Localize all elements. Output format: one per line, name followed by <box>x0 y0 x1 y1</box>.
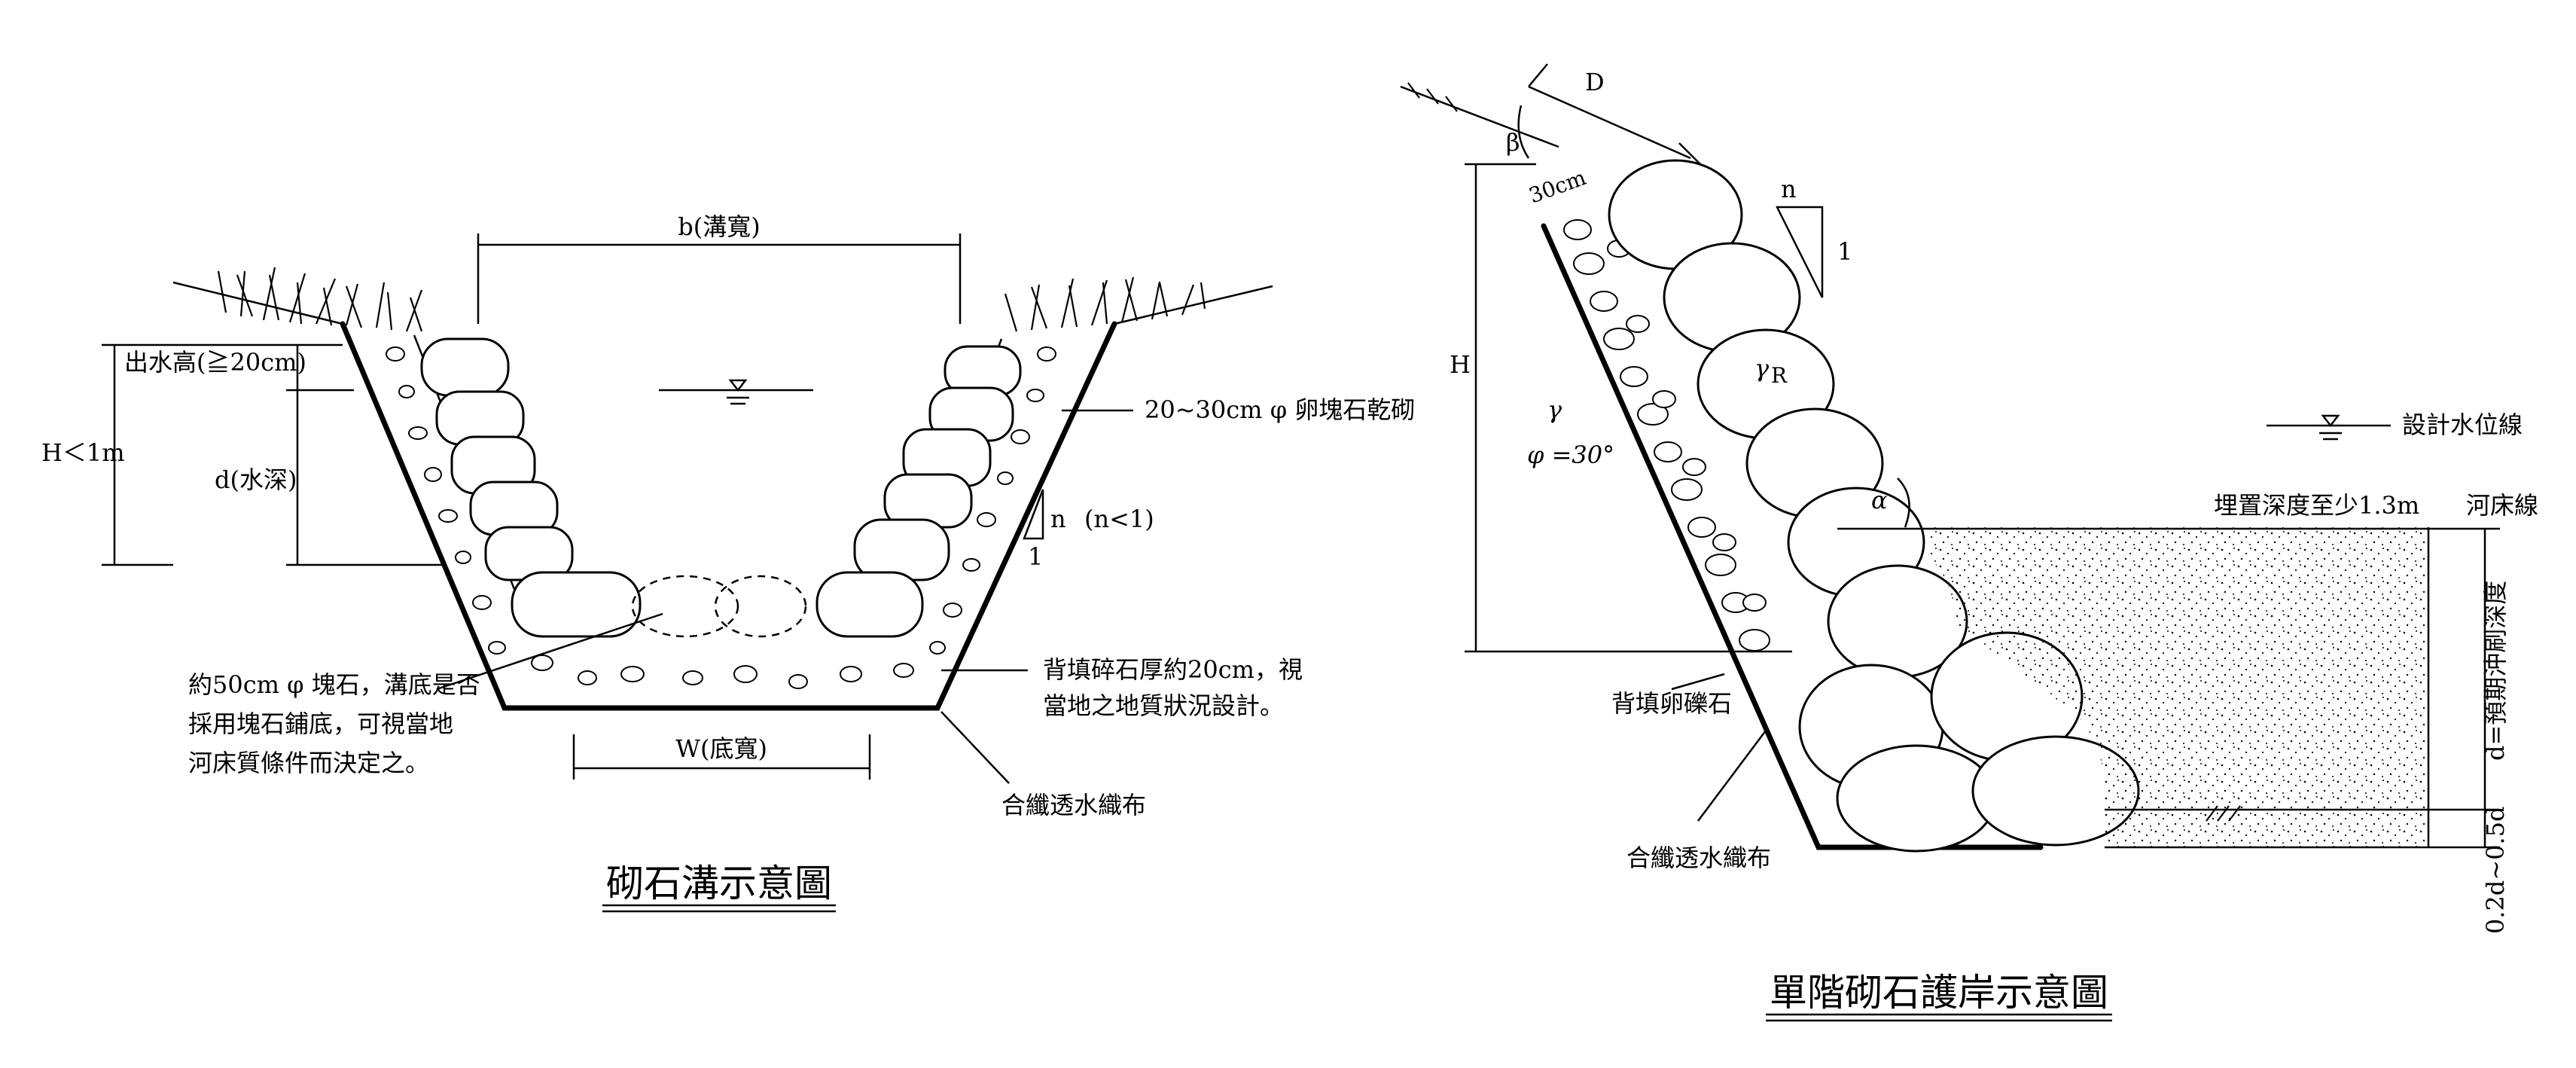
left-backfill-pebbles <box>386 346 914 689</box>
grass-right <box>1004 276 1206 332</box>
bottom-width-label: W(底寬) <box>675 734 767 763</box>
d-dimension: D <box>1528 63 1703 166</box>
left-ditch-figure: b(溝寬) H＜1m 出水高(≧20cm) d(水深) 20~30cm φ 卵塊… <box>41 212 1415 913</box>
freeboard-label: 出水高(≧20cm) <box>124 348 306 377</box>
height-label-left: H＜1m <box>41 438 125 467</box>
lower-label: 0.2d~0.5d <box>2481 806 2510 934</box>
backfill-note-line1: 背填碎石厚約20cm，視 <box>1043 655 1303 684</box>
depth-label: d(水深) <box>215 465 297 494</box>
water-level-symbol-left <box>659 379 813 405</box>
slope-n-right: n <box>1781 175 1797 203</box>
geotextile-label-left: 合纖透水織布 <box>1001 791 1146 819</box>
d-label: D <box>1585 68 1605 96</box>
left-wall-stones <box>420 337 642 638</box>
bottom-width-dimension: W(底寬) <box>572 734 871 780</box>
gamma-r-label: γ <box>1754 354 1770 383</box>
height-dimension-left: H＜1m <box>41 343 343 566</box>
grass-left <box>217 267 423 332</box>
bottom-dashed-stones <box>631 575 807 638</box>
stone-spec-label: 20~30cm φ 卵塊石乾砌 <box>1145 395 1415 424</box>
channel-width-dimension: b(溝寬) <box>477 212 962 324</box>
scour-dimension: d=預期沖刷深度 0.2d~0.5d <box>2428 527 2510 934</box>
bottom-note-line3: 河床質條件而決定之。 <box>188 749 429 777</box>
slope-triangle-right: n 1 <box>1775 175 1852 298</box>
bottom-note-line2: 採用塊石鋪底，可視當地 <box>188 709 453 738</box>
design-water-symbol: 設計水位線 <box>2267 410 2523 441</box>
riverbed-label: 河床線 <box>2466 491 2538 520</box>
slope-cond-left: (n<1) <box>1084 505 1154 533</box>
gamma-r-subscript: R <box>1771 363 1788 388</box>
thickness-label: 30cm <box>1526 165 1589 209</box>
slope-one-right: 1 <box>1837 237 1852 266</box>
bed-hatch <box>2206 805 2241 822</box>
backfill-label: 背填卵礫石 <box>1611 689 1732 718</box>
backfill-note-line2: 當地之地質狀況設計。 <box>1043 691 1284 720</box>
revetment-stones <box>1608 159 2140 853</box>
slope-one-left: 1 <box>1028 542 1043 571</box>
ground-hatch-right <box>1407 82 1458 112</box>
scour-label: d=預期沖刷深度 <box>2481 581 2510 761</box>
depth-dimension: 出水高(≧20cm) d(水深) <box>124 345 444 566</box>
right-backfill-pebbles <box>929 346 1056 655</box>
design-water-label: 設計水位線 <box>2402 410 2523 439</box>
slope-triangle-left: n (n<1) 1 <box>1023 489 1154 571</box>
alpha-label: α <box>1871 486 1888 514</box>
embed-depth-label: 埋置深度至少1.3m <box>2214 491 2419 520</box>
geotextile-label-right: 合纖透水織布 <box>1626 844 1771 872</box>
backfill-gravel <box>1563 219 1770 651</box>
right-figure-title: 單階砌石護岸示意圖 <box>1770 971 2108 1015</box>
phi-label: φ =30° <box>1527 441 1614 469</box>
height-dimension-right: H <box>1450 163 1792 653</box>
right-wall-stones <box>815 345 1022 638</box>
gamma-label: γ <box>1547 395 1562 424</box>
bottom-note-line1: 約50cm φ 塊石，溝底是否 <box>188 670 480 699</box>
right-revetment-figure: D β H 30cm <box>1400 63 2538 1022</box>
riverbed-soil <box>1928 527 2428 847</box>
slope-n-left: n <box>1050 505 1066 533</box>
height-label-right: H <box>1450 350 1471 379</box>
channel-width-label: b(溝寬) <box>678 212 760 241</box>
left-figure-title: 砌石溝示意圖 <box>606 862 832 905</box>
beta-label: β <box>1506 128 1520 157</box>
